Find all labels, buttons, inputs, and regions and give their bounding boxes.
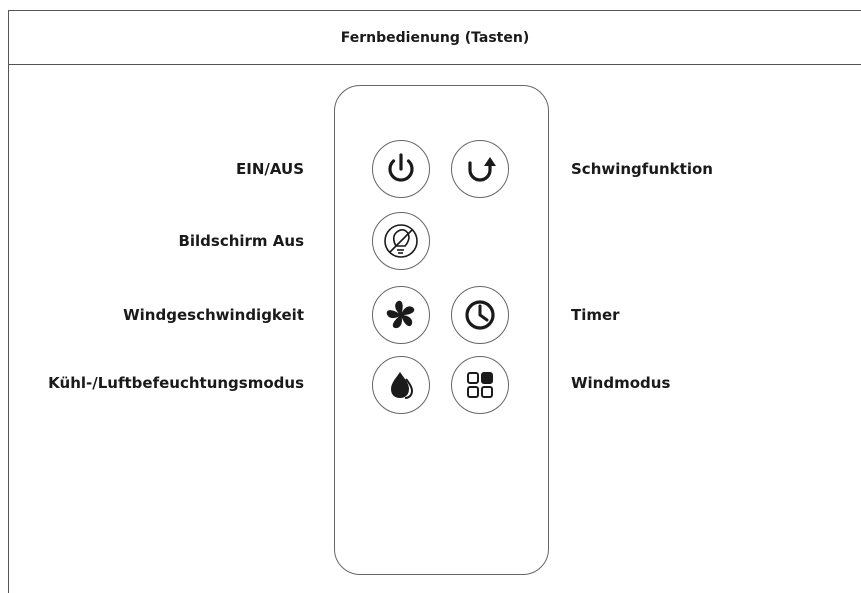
table-frame: Fernbedienung (Tasten) bbox=[8, 10, 861, 593]
label-power: EIN/AUS bbox=[236, 160, 304, 178]
table-header: Fernbedienung (Tasten) bbox=[9, 11, 861, 65]
screen-off-icon bbox=[384, 224, 418, 258]
oscillation-button[interactable] bbox=[451, 140, 509, 198]
label-wind-mode: Windmodus bbox=[571, 374, 671, 392]
wind-speed-button[interactable] bbox=[372, 286, 430, 344]
oscillation-icon bbox=[468, 157, 496, 182]
screen-off-button[interactable] bbox=[372, 212, 430, 270]
label-cooling-mode: Kühl-/Luftbefeuchtungsmodus bbox=[48, 374, 304, 392]
label-wind-speed: Windgeschwindigkeit bbox=[123, 306, 304, 324]
clock-icon bbox=[465, 300, 495, 330]
water-drop-icon bbox=[391, 372, 414, 399]
power-icon bbox=[388, 153, 414, 182]
cooling-mode-button[interactable] bbox=[372, 356, 430, 414]
page-title: Fernbedienung (Tasten) bbox=[340, 29, 530, 46]
label-oscillation: Schwingfunktion bbox=[571, 160, 713, 178]
wind-mode-button[interactable] bbox=[451, 356, 509, 414]
remote-control-body bbox=[334, 85, 549, 575]
timer-button[interactable] bbox=[451, 286, 509, 344]
wind-mode-grid-icon bbox=[467, 372, 493, 398]
power-button[interactable] bbox=[372, 140, 430, 198]
label-timer: Timer bbox=[571, 306, 620, 324]
label-screen-off: Bildschirm Aus bbox=[178, 232, 304, 250]
fan-icon bbox=[386, 300, 415, 329]
